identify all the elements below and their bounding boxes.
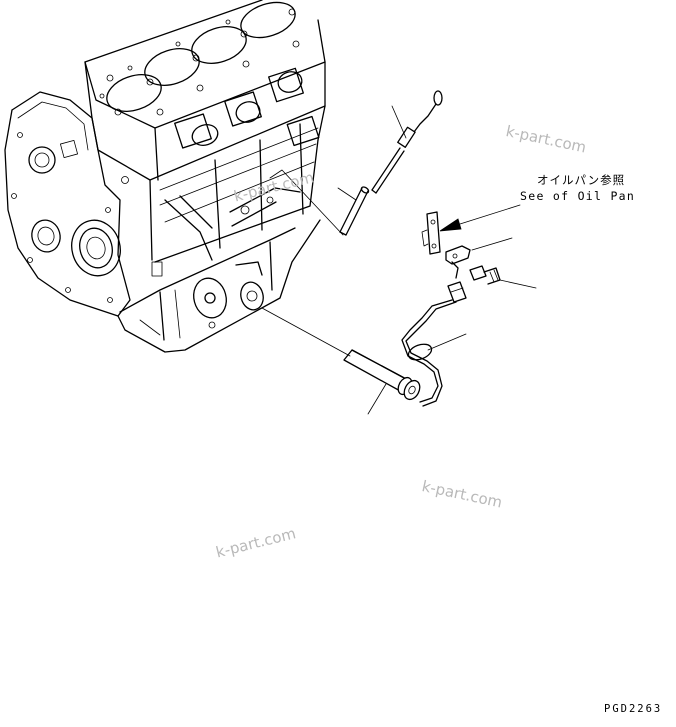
sensor-assembly (261, 204, 537, 415)
engine-block (4, 0, 326, 353)
drawing-code: PGD2263 (604, 703, 663, 715)
dipstick-assembly (269, 90, 443, 236)
reference-english-label: See of Oil Pan (520, 189, 636, 203)
reference-japanese-label: オイルパン参照 (537, 173, 626, 187)
